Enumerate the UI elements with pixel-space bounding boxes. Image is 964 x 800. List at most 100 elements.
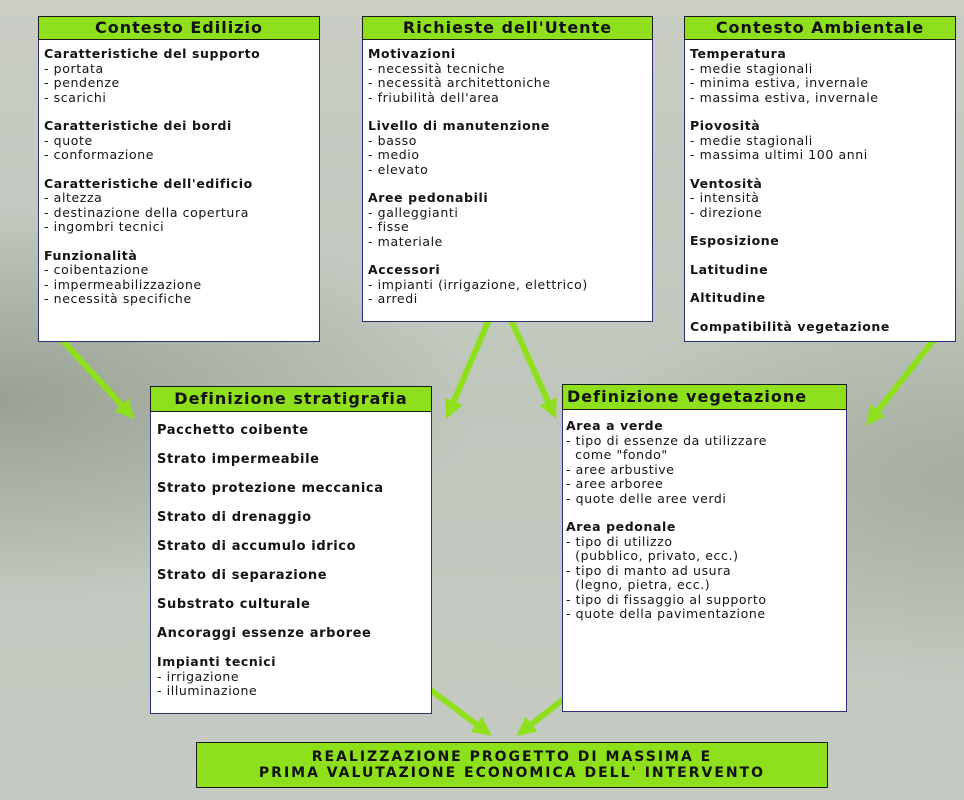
list-item: - quote delle aree verdi bbox=[566, 490, 727, 506]
group-heading: Aree pedonabili bbox=[368, 190, 489, 205]
group-heading: Caratteristiche dell'edificio bbox=[44, 175, 253, 191]
list-item: - quote bbox=[44, 132, 93, 148]
group: Piovosità - medie stagionali - massima u… bbox=[690, 118, 952, 163]
list-item: - altezza bbox=[44, 190, 103, 205]
group-heading: Caratteristiche del supporto bbox=[44, 46, 261, 61]
group-heading: Esposizione bbox=[690, 233, 780, 248]
group: Aree pedonabili - galleggianti - fisse -… bbox=[368, 190, 650, 249]
list-item: - scarichi bbox=[44, 89, 107, 105]
group: Caratteristiche dei bordi - quote - conf… bbox=[44, 118, 316, 163]
list-item: - fisse bbox=[368, 219, 410, 234]
layer-item: Strato impermeabile bbox=[157, 452, 320, 467]
list-item: - illuminazione bbox=[157, 683, 258, 698]
group-heading: Altitudine bbox=[690, 290, 766, 305]
vegetazione-content: Area a verde - tipo di essenze da utiliz… bbox=[566, 418, 844, 622]
group: Temperatura - medie stagionali - minima … bbox=[690, 46, 952, 105]
group-heading: Piovosità bbox=[690, 118, 761, 133]
list-item: - basso bbox=[368, 132, 417, 148]
group: Compatibilità vegetazione bbox=[690, 318, 952, 335]
group: Motivazioni - necessità tecniche - neces… bbox=[368, 46, 650, 105]
layer-item: Strato di separazione bbox=[157, 568, 328, 583]
list-item: - tipo di manto ad usura bbox=[566, 562, 732, 578]
list-item: (legno, pietra, ecc.) bbox=[566, 577, 711, 592]
list-item: - necessità architettoniche bbox=[368, 75, 551, 90]
group: Accessori - impianti (irrigazione, elett… bbox=[368, 262, 650, 307]
list-item: - irrigazione bbox=[157, 668, 240, 684]
arrow-ambientale-to-vegetazione bbox=[866, 334, 939, 426]
contesto-edilizio-title: Contesto Edilizio bbox=[38, 16, 320, 40]
layer-item: Strato protezione meccanica bbox=[157, 481, 384, 496]
group-heading: Accessori bbox=[368, 262, 441, 277]
stratigrafia-title: Definizione stratigrafia bbox=[150, 386, 432, 412]
group-heading: Area pedonale bbox=[566, 519, 676, 534]
layer-item: Strato di accumulo idrico bbox=[157, 539, 357, 554]
list-item: (pubblico, privato, ecc.) bbox=[566, 548, 739, 563]
arrow-edilizio-to-stratigrafia bbox=[59, 337, 135, 420]
group-heading: Motivazioni bbox=[368, 46, 456, 61]
vegetazione-title: Definizione vegetazione bbox=[562, 384, 847, 410]
list-item: - galleggianti bbox=[368, 204, 459, 220]
list-item: - ingombri tecnici bbox=[44, 219, 165, 234]
list-item: - friubilità dell'area bbox=[368, 89, 500, 105]
list-item: - massima estiva, invernale bbox=[690, 89, 879, 105]
layer-item: Substrato culturale bbox=[157, 597, 311, 612]
group-heading: Compatibilità vegetazione bbox=[690, 318, 890, 334]
richieste-utente-title: Richieste dell'Utente bbox=[362, 16, 653, 40]
contesto-ambientale-box bbox=[684, 22, 956, 342]
final-result-box: REALIZZAZIONE PROGETTO DI MASSIMA E PRIM… bbox=[196, 742, 828, 788]
list-item: - arredi bbox=[368, 291, 418, 306]
list-item: - materiale bbox=[368, 233, 443, 249]
list-item: - pendenze bbox=[44, 75, 120, 90]
list-item: - massima ultimi 100 anni bbox=[690, 147, 868, 162]
contesto-edilizio-box bbox=[38, 22, 320, 342]
final-line-1: REALIZZAZIONE PROGETTO DI MASSIMA E bbox=[311, 749, 713, 765]
group-heading: Ventosità bbox=[690, 175, 763, 191]
list-item: - medio bbox=[368, 147, 420, 162]
list-item: - impermeabilizzazione bbox=[44, 276, 202, 292]
list-item: - aree arbustive bbox=[566, 461, 675, 477]
group-heading: Temperatura bbox=[690, 46, 787, 61]
layer-item: Pacchetto coibente bbox=[157, 423, 309, 438]
list-item: - intensità bbox=[690, 190, 760, 205]
group-heading: Latitudine bbox=[690, 261, 769, 277]
group: Latitudine bbox=[690, 261, 952, 278]
list-item: - elevato bbox=[368, 161, 429, 177]
list-item: - aree arboree bbox=[566, 476, 664, 491]
list-item: - necessità specifiche bbox=[44, 291, 192, 306]
layer-item: Strato di drenaggio bbox=[157, 510, 312, 525]
group: Caratteristiche dell'edificio - altezza … bbox=[44, 175, 316, 235]
list-item: - necessità tecniche bbox=[368, 60, 506, 76]
group-heading: Funzionalità bbox=[44, 247, 138, 263]
list-item: - medie stagionali bbox=[690, 132, 813, 148]
list-item: come "fondo" bbox=[566, 447, 668, 462]
vegetazione-box bbox=[562, 386, 847, 712]
list-item: - coibentazione bbox=[44, 262, 149, 277]
stratigrafia-content: Pacchetto coibente Strato impermeabile S… bbox=[157, 423, 429, 699]
group: Livello di manutenzione - basso - medio … bbox=[368, 118, 650, 177]
group: Altitudine bbox=[690, 290, 952, 306]
list-item: - tipo di essenze da utilizzare bbox=[566, 432, 768, 448]
contesto-ambientale-content: Temperatura - medie stagionali - minima … bbox=[690, 46, 952, 335]
contesto-ambientale-title: Contesto Ambientale bbox=[684, 16, 956, 40]
richieste-utente-box bbox=[362, 22, 653, 322]
list-item: - quote della pavimentazione bbox=[566, 606, 766, 621]
list-item: - minima estiva, invernale bbox=[690, 75, 869, 90]
group: Area pedonale - tipo di utilizzo (pubbli… bbox=[566, 519, 844, 622]
group: Caratteristiche del supporto - portata -… bbox=[44, 46, 316, 105]
group: Impianti tecnici - irrigazione - illumin… bbox=[157, 654, 429, 699]
richieste-utente-content: Motivazioni - necessità tecniche - neces… bbox=[368, 46, 650, 307]
list-item: - medie stagionali bbox=[690, 60, 813, 76]
list-item: - destinazione della copertura bbox=[44, 204, 249, 220]
list-item: - portata bbox=[44, 60, 104, 76]
contesto-edilizio-content: Caratteristiche del supporto - portata -… bbox=[44, 46, 316, 307]
group-heading: Caratteristiche dei bordi bbox=[44, 118, 232, 133]
group: Ventosità - intensità - direzione bbox=[690, 175, 952, 221]
list-item: - tipo di fissaggio al supporto bbox=[566, 591, 767, 607]
layer-item: Ancoraggi essenze arboree bbox=[157, 626, 372, 641]
group-heading: Livello di manutenzione bbox=[368, 118, 550, 133]
list-item: - direzione bbox=[690, 204, 763, 220]
stratigrafia-box bbox=[150, 390, 432, 714]
list-item: - impianti (irrigazione, elettrico) bbox=[368, 276, 588, 292]
group: Area a verde - tipo di essenze da utiliz… bbox=[566, 418, 844, 506]
group: Esposizione bbox=[690, 233, 952, 249]
